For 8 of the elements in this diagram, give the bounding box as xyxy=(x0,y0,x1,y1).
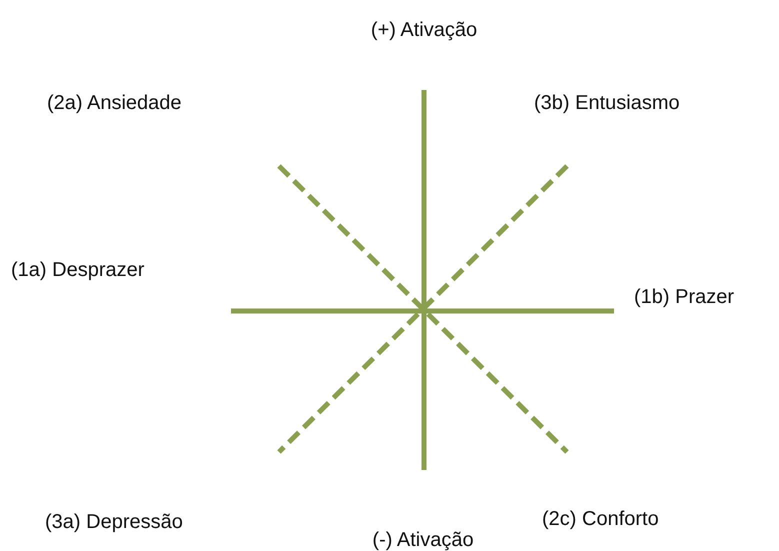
axis-label: (2c) Conforto xyxy=(542,507,659,531)
axis-label: (1a) Desprazer xyxy=(11,258,144,282)
axis-label: (1b) Prazer xyxy=(634,285,734,309)
axis-label: (3a) Depressão xyxy=(45,510,183,534)
axis-label: (-) Ativação xyxy=(372,528,474,551)
axis-label: (3b) Entusiasmo xyxy=(534,91,680,115)
axis-label: (2a) Ansiedade xyxy=(47,91,182,115)
axis-label: (+) Ativação xyxy=(370,18,478,42)
